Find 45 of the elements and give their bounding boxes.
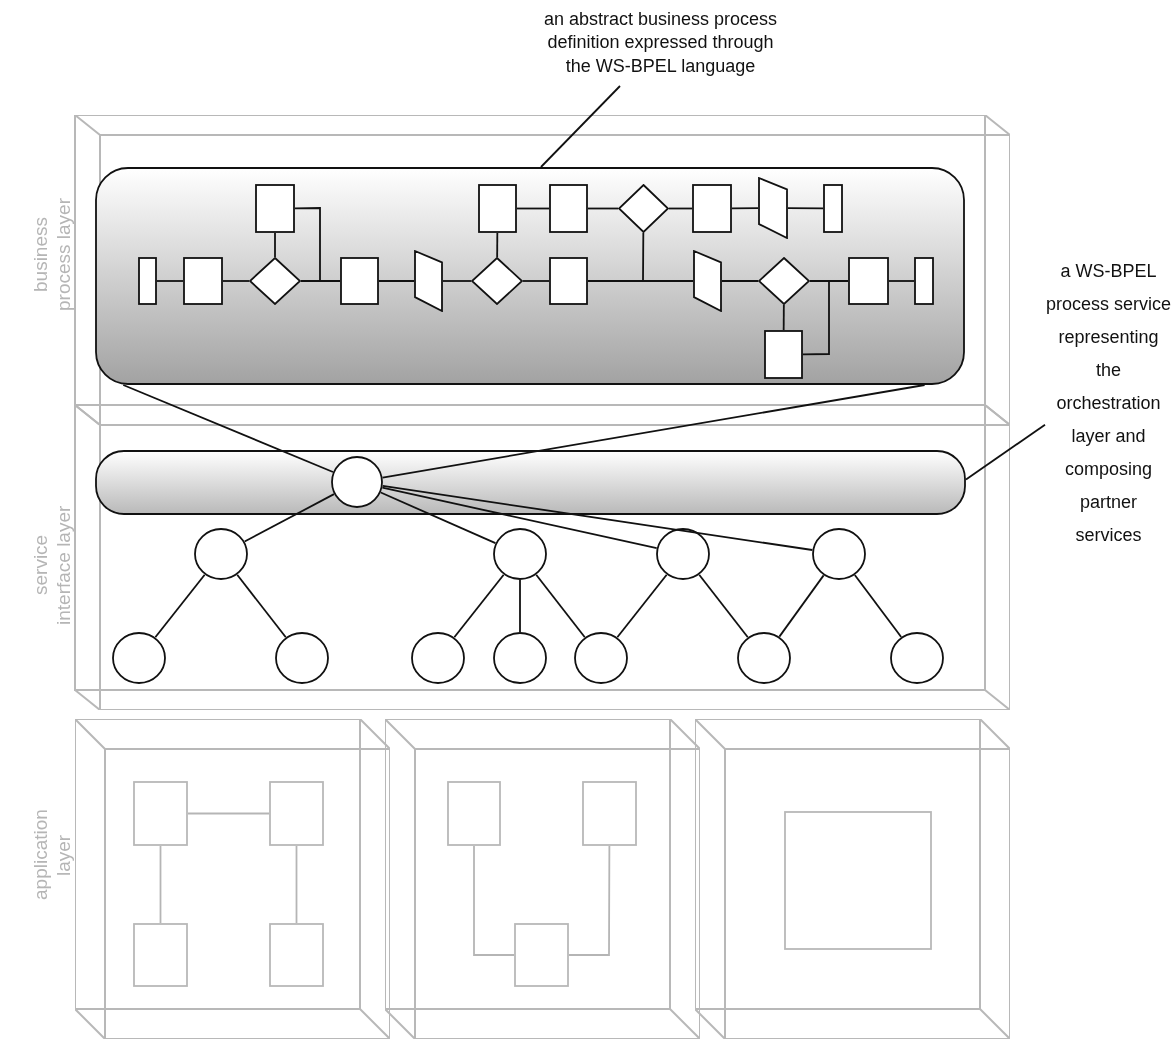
layer-label: application layer [30, 808, 75, 903]
connector-line [236, 573, 287, 639]
connector-line [496, 232, 499, 259]
connector-line [522, 280, 550, 282]
connector-line [378, 280, 415, 282]
connector-line [516, 207, 550, 210]
connector-line [642, 231, 694, 282]
leader-line [540, 85, 621, 168]
connector-line [154, 573, 206, 639]
connector-line [222, 280, 250, 282]
connector-line [535, 573, 586, 639]
connector-line [778, 574, 825, 638]
connector-line [853, 574, 903, 638]
connector-line [295, 845, 298, 924]
connector-line [473, 845, 515, 956]
connector-line [294, 207, 341, 282]
connector-line [381, 484, 814, 551]
annotation-text: an abstract business process definition expressed through the WS-BPEL language [542, 8, 779, 78]
connector-line [379, 491, 497, 545]
connector-line [274, 232, 276, 258]
annotation-text: a WS-BPEL process service representing the orchestration layer and composing partner services [1045, 260, 1172, 547]
connector-line [668, 207, 693, 210]
connector-line [159, 845, 162, 924]
connector-line [519, 579, 521, 633]
connector-line [698, 573, 749, 639]
connector-line [243, 493, 335, 543]
layer-label: business process layer [30, 197, 75, 314]
connector-line [122, 384, 334, 473]
connector-line [453, 573, 505, 639]
connector-line [187, 812, 270, 815]
leader-line [965, 423, 1046, 481]
connector-line [782, 303, 785, 331]
connector-line [587, 207, 619, 210]
connector-line [616, 573, 668, 639]
connector-line [787, 207, 824, 210]
connector-line [731, 207, 759, 210]
connector-line [381, 384, 926, 479]
connector-line [802, 280, 849, 356]
connector-line [568, 845, 611, 956]
connector-line [721, 280, 759, 282]
connector-line [156, 280, 184, 282]
connector-line [381, 486, 658, 550]
connector-line [888, 280, 915, 282]
layer-label: service interface layer [30, 504, 75, 627]
connector-line [442, 280, 472, 282]
